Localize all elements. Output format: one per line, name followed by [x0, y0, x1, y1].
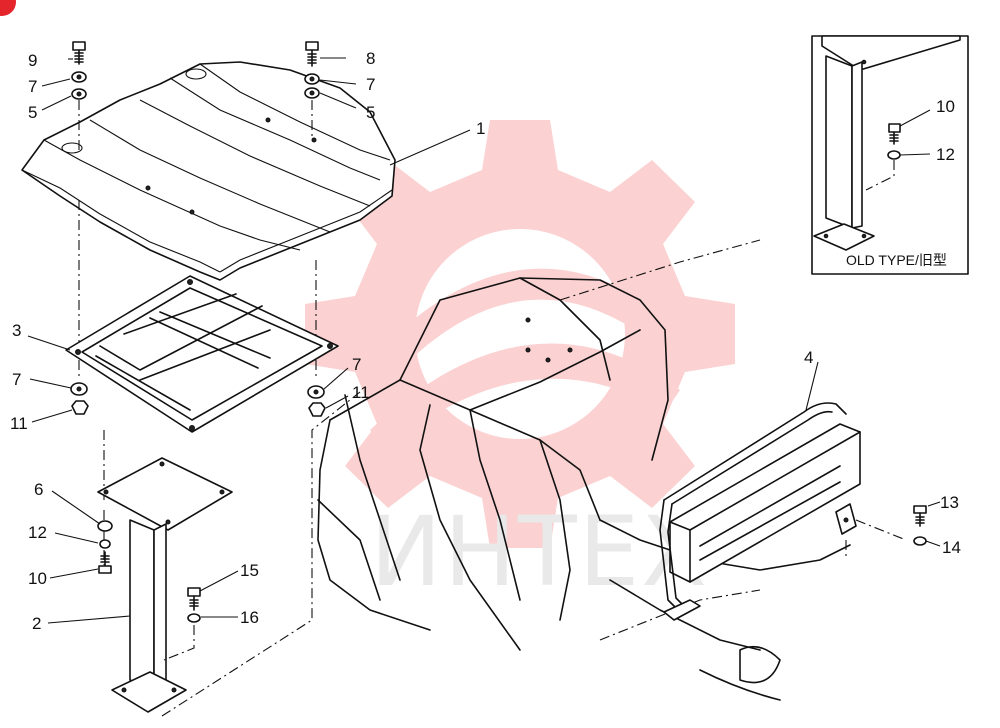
callout-3: 3: [12, 321, 21, 340]
callout-7-c: 7: [12, 370, 21, 389]
washer-6: [97, 520, 113, 532]
corner-badge: [0, 0, 16, 16]
washer-12: [99, 539, 111, 549]
callout-10: 10: [28, 569, 47, 588]
callout-4: 4: [804, 348, 813, 367]
part-4-tool-box: [659, 402, 861, 621]
callout-16: 16: [240, 608, 259, 627]
machine-body: [317, 239, 851, 701]
callout-7-d: 7: [352, 355, 361, 374]
callout-13: 13: [940, 493, 959, 512]
watermark: ИНТЕХ: [305, 120, 735, 608]
callout-5-a: 5: [28, 103, 37, 122]
callout-11-b: 11: [352, 383, 370, 402]
bolt-15: [187, 587, 201, 611]
callout-7-b: 7: [366, 75, 375, 94]
nut-11-frame-right: [308, 402, 326, 417]
nut-11-frame-left: [71, 400, 89, 415]
callout-9: 9: [28, 51, 37, 70]
inset-callout-10: 10: [936, 97, 955, 116]
bolt-9: [72, 41, 86, 65]
washer-16: [187, 613, 201, 623]
inset-washer-12: [887, 150, 901, 160]
part-2-support-post: [97, 457, 233, 713]
callout-15: 15: [240, 561, 259, 580]
bolt-10: [98, 551, 112, 574]
callout-7-a: 7: [28, 77, 37, 96]
callout-12: 12: [28, 523, 47, 542]
watermark-text: ИНТЕХ: [370, 496, 709, 608]
inset-callout-12: 12: [936, 145, 955, 164]
callout-14: 14: [942, 538, 961, 557]
callout-2: 2: [32, 614, 41, 633]
callout-6: 6: [34, 480, 43, 499]
gear-logo-icon: [305, 120, 735, 548]
inset-bolt-10: [888, 123, 901, 145]
callout-1: 1: [476, 119, 485, 138]
old-type-inset: OLD TYPE/旧型: [811, 35, 969, 275]
part-3-frame: [65, 275, 339, 433]
callout-8: 8: [366, 49, 375, 68]
inset-caption: OLD TYPE/旧型: [846, 252, 947, 268]
bolt-8: [305, 41, 319, 67]
washer-14: [913, 536, 927, 546]
bolt-13: [913, 505, 927, 527]
callout-5-b: 5: [366, 103, 375, 122]
part-1-canopy-roof: [21, 61, 396, 281]
callout-11-a: 11: [10, 414, 28, 433]
